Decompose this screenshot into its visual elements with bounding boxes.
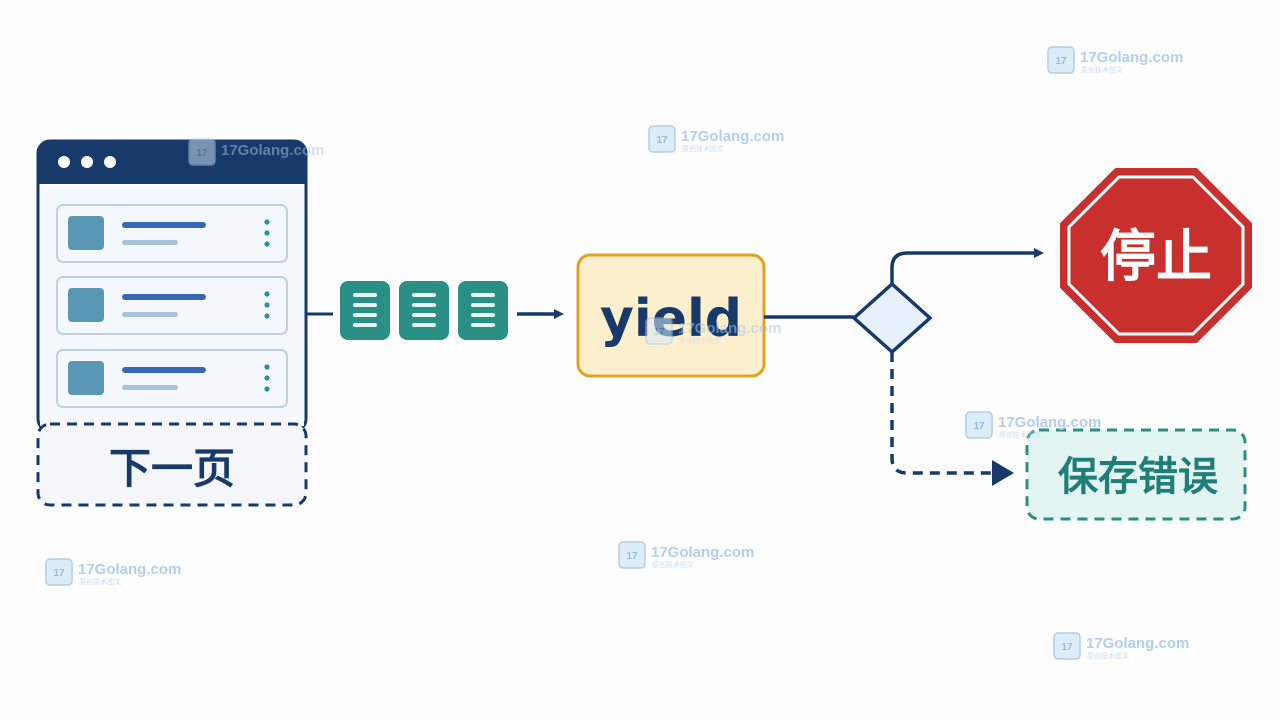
list-item [56,349,288,408]
thumbnail-icon [68,361,104,395]
watermark: 17Golang.com 原创技术图文 [618,541,754,569]
watermark: 17Golang.com 原创技术图文 [1047,46,1183,74]
watermark: 17Golang.com [188,138,324,166]
watermark-brand: 17Golang.com [1080,49,1183,66]
watermark-tagline: 原创技术图文 [679,336,721,345]
stop-sign: 停止 [1060,168,1252,343]
list-item [56,276,288,335]
watermark: 17Golang.com 原创技术图文 [645,317,781,345]
save-error-label: 保存错误 [1058,454,1218,500]
arrowhead-icon [992,460,1014,486]
arrow-to-save-error [890,352,1000,475]
watermark-tagline: 原创技术图文 [999,430,1041,439]
browser-window [36,139,308,433]
yield-node: yield [576,253,766,378]
watermark-tagline: 原创技术图文 [79,577,121,586]
watermark: 17Golang.com 原创技术图文 [45,558,181,586]
data-batch-icon [458,281,508,340]
watermark-brand: 17Golang.com [998,414,1101,431]
stop-label: 停止 [1100,225,1212,290]
browser-titlebar [38,141,306,184]
watermark-tagline: 原创技术图文 [1087,651,1129,660]
watermark-tagline: 原创技术图文 [652,560,694,569]
arrow-to-stop [890,248,1044,284]
more-options-icon [264,219,270,247]
decision-diamond [851,281,933,355]
watermark-tagline: 原创技术图文 [1081,65,1123,74]
watermark-brand: 17Golang.com [221,142,324,159]
data-batch-icon [340,281,390,340]
save-error-node: 保存错误 [1025,428,1247,521]
watermark-brand: 17Golang.com [651,544,754,561]
window-dot-icon [104,156,116,168]
more-options-icon [264,291,270,319]
thumbnail-icon [68,288,104,322]
window-dot-icon [81,156,93,168]
watermark-brand: 17Golang.com [1086,635,1189,652]
next-page-button[interactable]: 下一页 [36,422,308,507]
list-item [56,204,288,263]
watermark-brand: 17Golang.com [681,128,784,145]
next-page-label: 下一页 [109,444,235,493]
watermark: 17Golang.com 原创技术图文 [648,125,784,153]
watermark-brand: 17Golang.com [678,320,781,337]
thumbnail-icon [68,216,104,250]
watermark: 17Golang.com 原创技术图文 [1053,632,1189,660]
more-options-icon [264,364,270,392]
watermark: 17Golang.com 原创技术图文 [965,411,1101,439]
watermark-tagline: 原创技术图文 [682,144,724,153]
data-batch-icon [399,281,449,340]
watermark-brand: 17Golang.com [78,561,181,578]
window-dot-icon [58,156,70,168]
